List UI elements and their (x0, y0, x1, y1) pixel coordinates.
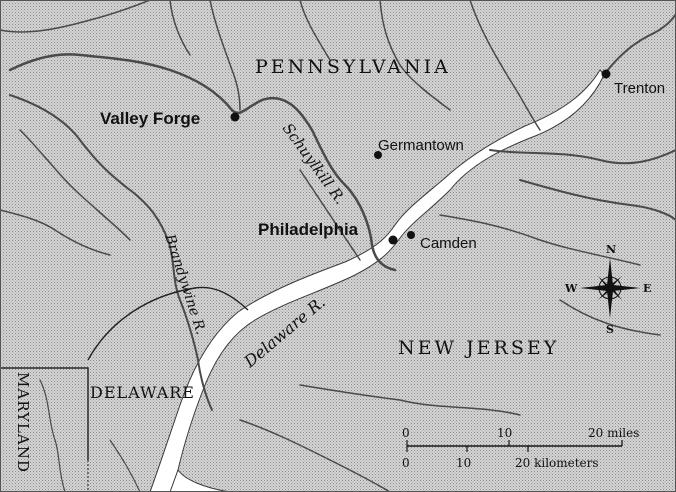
compass-needle-se (610, 287, 622, 300)
schuylkill-river (8, 53, 397, 272)
compass-needle-sw (598, 288, 611, 300)
ps-creek-1 (209, 0, 241, 111)
city-valley-forge: Valley Forge (100, 109, 240, 128)
label-new-jersey: NEW JERSEY (398, 337, 559, 359)
city-dot (601, 69, 611, 79)
compass-rose: N S E W (564, 243, 651, 336)
nj-creek-6 (559, 299, 661, 336)
nj-creek-2 (519, 179, 676, 221)
nj-creek-3 (439, 214, 641, 266)
ps-creek-3 (379, 0, 451, 111)
compass-needle-east (610, 285, 640, 291)
compass-needle-ne (609, 276, 622, 288)
scale-bar: 0 10 20 miles 0 10 20 kilometers (402, 426, 639, 470)
city-trenton: Trenton (601, 69, 665, 97)
brandywine-river (9, 94, 213, 411)
scale-km-20: 20 kilometers (515, 456, 599, 470)
compass-s-label: S (606, 323, 614, 336)
city-dot (407, 231, 415, 239)
ps-creek-2 (169, 0, 191, 56)
compass-w-label: W (564, 282, 578, 295)
label-pennsylvania: PENNSYLVANIA (255, 56, 451, 78)
label-maryland: MARYLAND (14, 372, 32, 473)
ps-creek-4 (299, 0, 331, 61)
scale-miles-20: 20 miles (588, 426, 639, 440)
label-trenton: Trenton (614, 80, 665, 97)
compass-needle-north (607, 258, 613, 288)
compass-needle-nw (598, 276, 610, 289)
label-delaware: DELAWARE (90, 383, 195, 402)
city-dot (230, 112, 240, 122)
maryland-boundary (0, 367, 89, 460)
compass-n-label: N (606, 243, 616, 256)
compass-needle-south (607, 288, 613, 318)
de-creek (109, 439, 141, 492)
delaware-arc-boundary (87, 286, 249, 361)
brandywine-west-branch (19, 129, 131, 241)
label-germantown: Germantown (378, 137, 464, 154)
upper-delaware (603, 13, 676, 76)
city-germantown: Germantown (374, 137, 464, 159)
scale-km-10: 10 (456, 456, 471, 470)
city-philadelphia: Philadelphia (258, 220, 398, 245)
ps-creek-7 (299, 169, 361, 261)
ps-creek-5 (469, 0, 541, 131)
delaware-estuary (169, 468, 231, 492)
nj-creek-1 (489, 149, 676, 165)
scale-miles-10: 10 (497, 426, 512, 440)
city-dot (374, 151, 382, 159)
scale-miles-0: 0 (402, 426, 410, 440)
city-dot (388, 235, 398, 245)
label-philadelphia: Philadelphia (258, 220, 359, 239)
nj-creek-5 (239, 419, 391, 492)
city-camden: Camden (407, 231, 477, 252)
md-creek (39, 379, 66, 492)
pa-creek-west (0, 209, 111, 256)
nj-creek-4 (299, 384, 521, 416)
label-camden: Camden (420, 235, 477, 252)
label-valley-forge: Valley Forge (100, 109, 200, 128)
scale-km-0: 0 (402, 456, 410, 470)
compass-e-label: E (643, 282, 651, 295)
ps-creek-6 (0, 0, 151, 33)
compass-needle-west (580, 285, 610, 291)
